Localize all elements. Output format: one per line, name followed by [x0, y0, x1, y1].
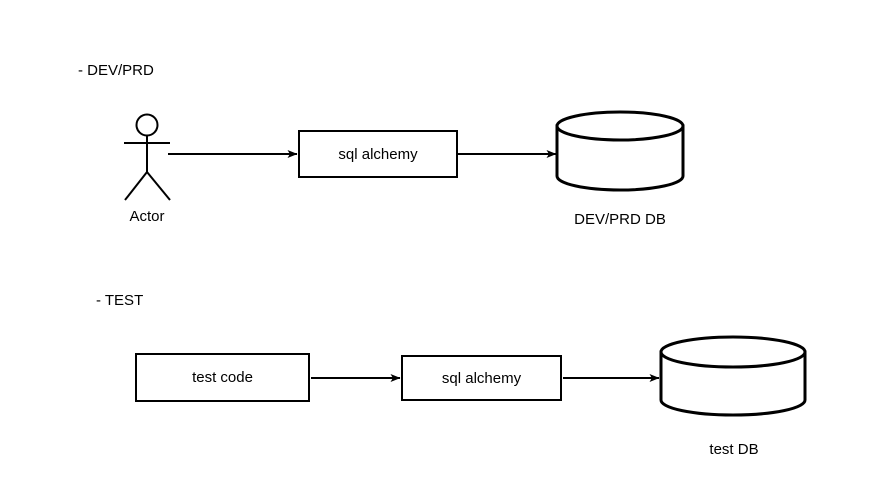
database-test-caption: test DB [709, 441, 759, 458]
process-box-sql-alchemy-test: sql alchemy [401, 355, 562, 401]
process-box-test-code: test code [135, 353, 310, 402]
section-heading-dev-prd: - DEV/PRD [78, 62, 154, 79]
actor-figure [124, 113, 171, 201]
database-devprd [555, 110, 685, 192]
database-devprd-caption: DEV/PRD DB [574, 211, 666, 228]
process-box-label: sql alchemy [338, 145, 418, 163]
process-box-label: test code [192, 369, 253, 386]
actor-caption: Actor [129, 208, 165, 225]
database-test [659, 335, 807, 417]
process-box-sql-alchemy-dev: sql alchemy [298, 130, 458, 178]
section-heading-test: - TEST [96, 292, 144, 309]
process-box-label: sql alchemy [441, 369, 522, 387]
